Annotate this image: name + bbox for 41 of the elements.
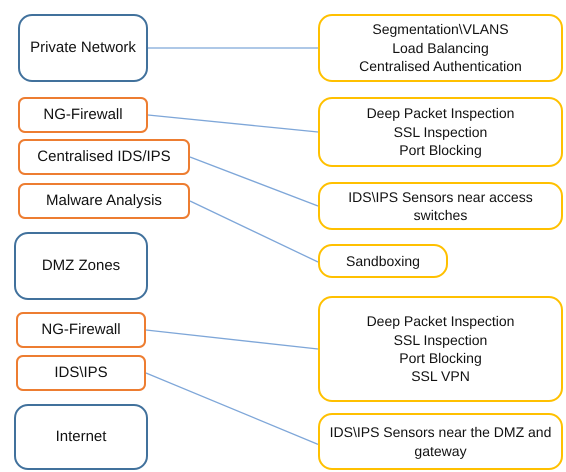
- box-label: Deep Packet Inspection: [366, 104, 514, 123]
- feature-box: [318, 97, 563, 167]
- box-label: SSL Inspection: [394, 122, 488, 142]
- connector-line: [148, 47, 318, 49]
- box-label: SSL Inspection: [394, 330, 488, 349]
- box-label: IDS\IPS: [54, 363, 108, 383]
- zone-box: [14, 232, 148, 300]
- box-label: Sandboxing: [346, 252, 420, 270]
- feature-box: [318, 296, 563, 402]
- connector-line: [146, 372, 318, 445]
- box-label: Port Blocking: [399, 141, 482, 160]
- control-box: [18, 97, 148, 133]
- feature-box: [318, 244, 448, 278]
- zone-box: [18, 14, 148, 82]
- connector-line: [148, 114, 318, 133]
- feature-box: [318, 182, 563, 230]
- box-label: SSL VPN: [411, 367, 470, 386]
- box-label: NG-Firewall: [41, 320, 121, 340]
- box-label: IDS\IPS Sensors near access switches: [347, 188, 534, 224]
- control-box: [16, 355, 146, 391]
- box-label: Internet: [56, 427, 106, 447]
- connector-line: [190, 156, 318, 207]
- box-label: IDS\IPS Sensors near the DMZ and gateway: [328, 423, 552, 460]
- feature-box: [318, 413, 563, 470]
- box-label: Private Network: [30, 38, 136, 58]
- box-label: NG-Firewall: [43, 105, 123, 125]
- box-label: DMZ Zones: [42, 256, 120, 276]
- control-box: [16, 312, 146, 348]
- feature-box: [318, 14, 563, 82]
- box-label: Deep Packet Inspection: [366, 312, 514, 331]
- connector-line: [146, 329, 318, 350]
- connector-line: [190, 200, 318, 263]
- zone-box: [14, 404, 148, 470]
- control-box: [18, 183, 190, 219]
- box-label: Centralised IDS/IPS: [37, 147, 171, 167]
- box-label: Load Balancing: [392, 38, 489, 58]
- box-label: Centralised Authentication: [359, 57, 522, 76]
- control-box: [18, 139, 190, 175]
- box-label: Port Blocking: [399, 349, 482, 368]
- box-label: Malware Analysis: [46, 191, 162, 211]
- box-label: Segmentation\VLANS: [372, 20, 509, 39]
